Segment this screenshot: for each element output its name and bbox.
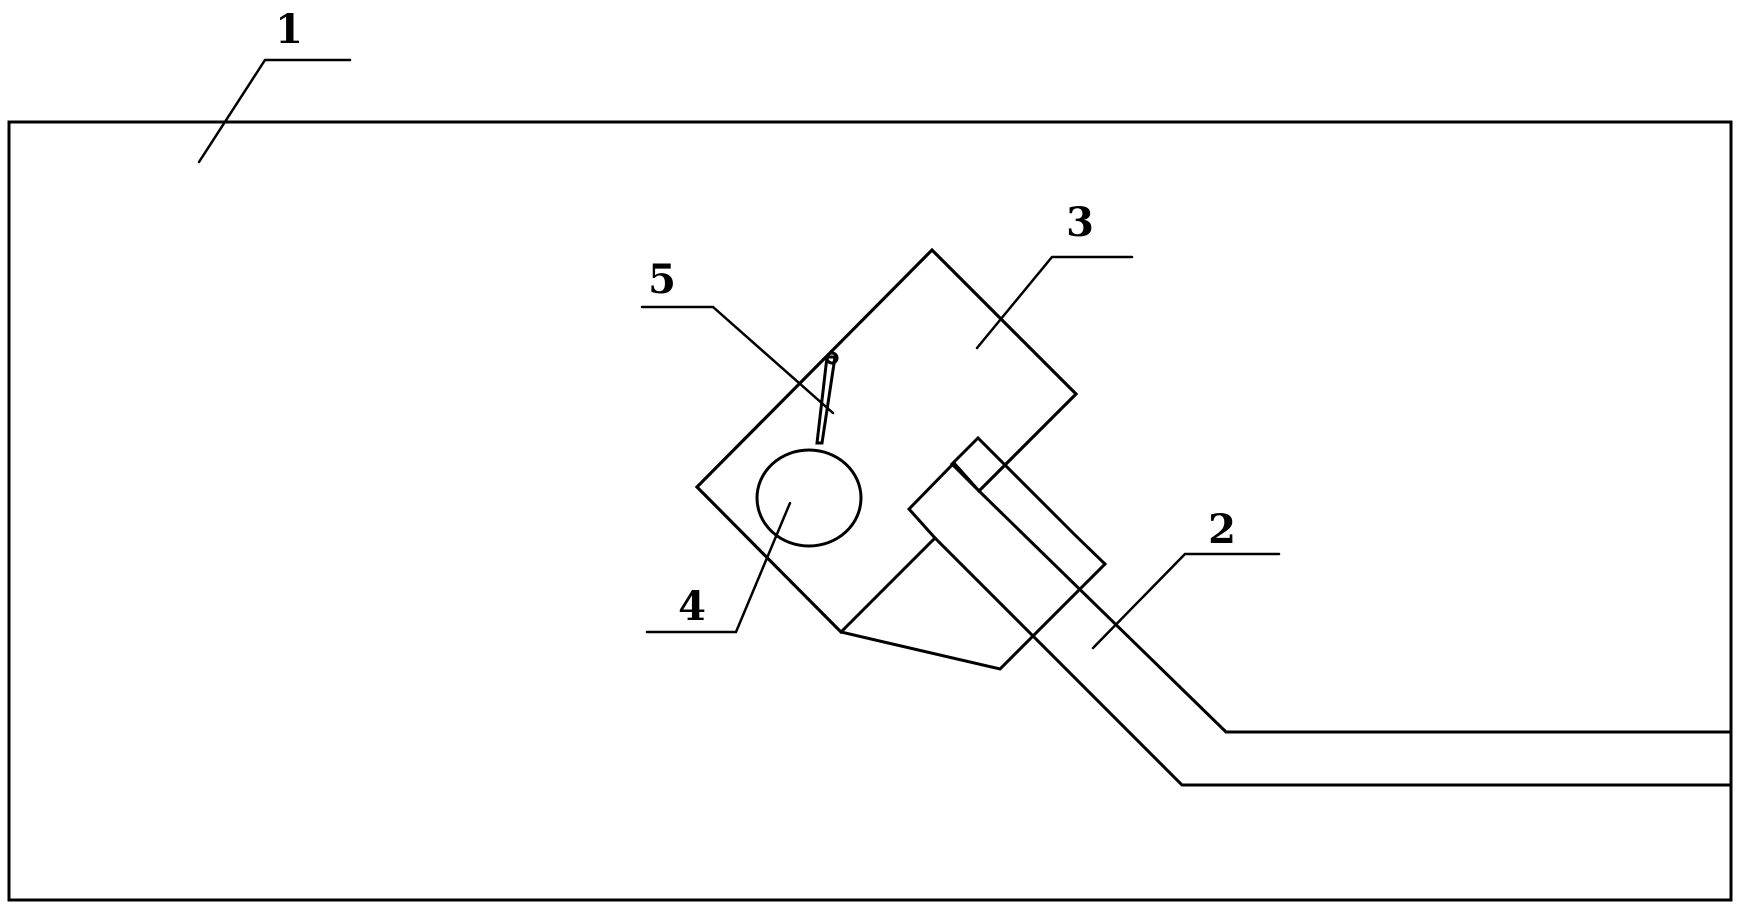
leader-4: [645, 501, 792, 634]
leader-2: [1091, 552, 1281, 650]
outer-board: [7, 120, 1733, 902]
leader-1: [197, 58, 352, 164]
label-1: 1: [275, 6, 303, 53]
leader-3: [975, 255, 1134, 350]
label-3: 3: [1066, 199, 1094, 246]
label-2: 2: [1208, 506, 1236, 553]
label-4: 4: [678, 583, 706, 630]
leader-5: [640, 305, 835, 415]
label-5: 5: [648, 256, 676, 303]
circular-hole: [755, 448, 863, 548]
rotated-block: [694, 247, 1108, 671]
strip: [906, 460, 1733, 787]
block-outline: [694, 247, 1079, 635]
pin-head: [825, 351, 839, 365]
